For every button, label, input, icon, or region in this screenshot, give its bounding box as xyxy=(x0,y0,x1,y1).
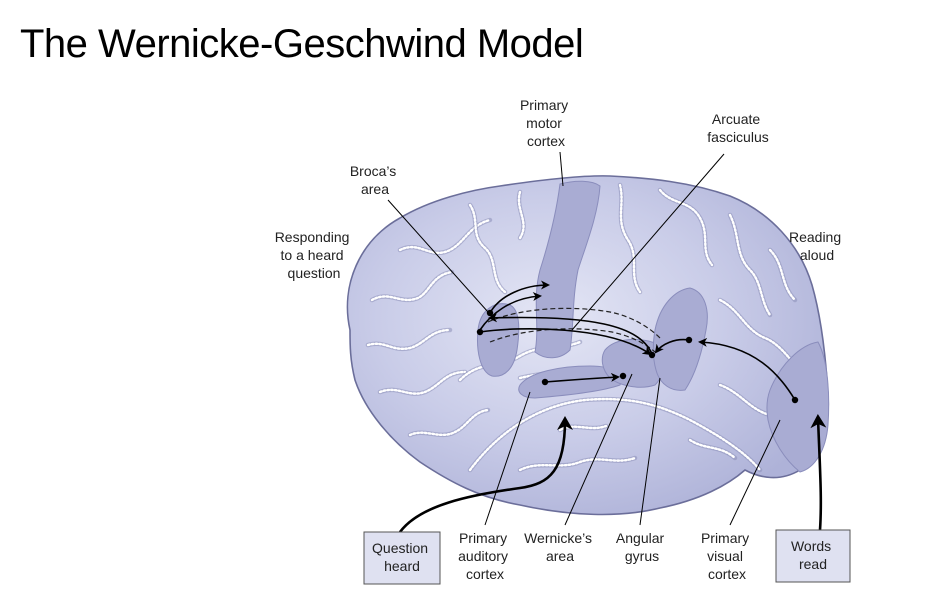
label-question-heard: Question heard xyxy=(372,540,432,574)
primary-visual-cortex-region xyxy=(766,341,830,473)
pointer-lines xyxy=(387,151,781,526)
label-responding: Responding to a heard question xyxy=(275,229,354,281)
page-title: The Wernicke-Geschwind Model xyxy=(20,22,584,66)
pathway-arrows xyxy=(476,280,799,404)
question-heard-box xyxy=(363,531,441,585)
label-primary-motor-cortex: Primary motor cortex xyxy=(520,97,572,149)
arcuate-fasciculus-tract xyxy=(487,307,661,339)
label-primary-visual-cortex: Primary visual cortex xyxy=(701,530,753,582)
words-read-arrow xyxy=(810,414,827,531)
label-words-read: Words read xyxy=(791,538,835,572)
primary-auditory-cortex-region xyxy=(518,365,622,399)
label-arcuate-fasciculus: Arcuate fasciculus xyxy=(707,111,768,145)
label-wernickes-area: Wernicke’s area xyxy=(524,530,596,564)
primary-motor-cortex-region xyxy=(534,180,601,359)
label-brocas-area: Broca’s area xyxy=(350,163,400,197)
label-angular-gyrus: Angular gyrus xyxy=(616,530,668,564)
words-read-box xyxy=(775,529,851,583)
question-heard-arrow xyxy=(398,416,573,533)
label-primary-auditory-cortex: Primary auditory cortex xyxy=(458,530,512,582)
label-reading-aloud: Reading aloud xyxy=(789,229,845,263)
